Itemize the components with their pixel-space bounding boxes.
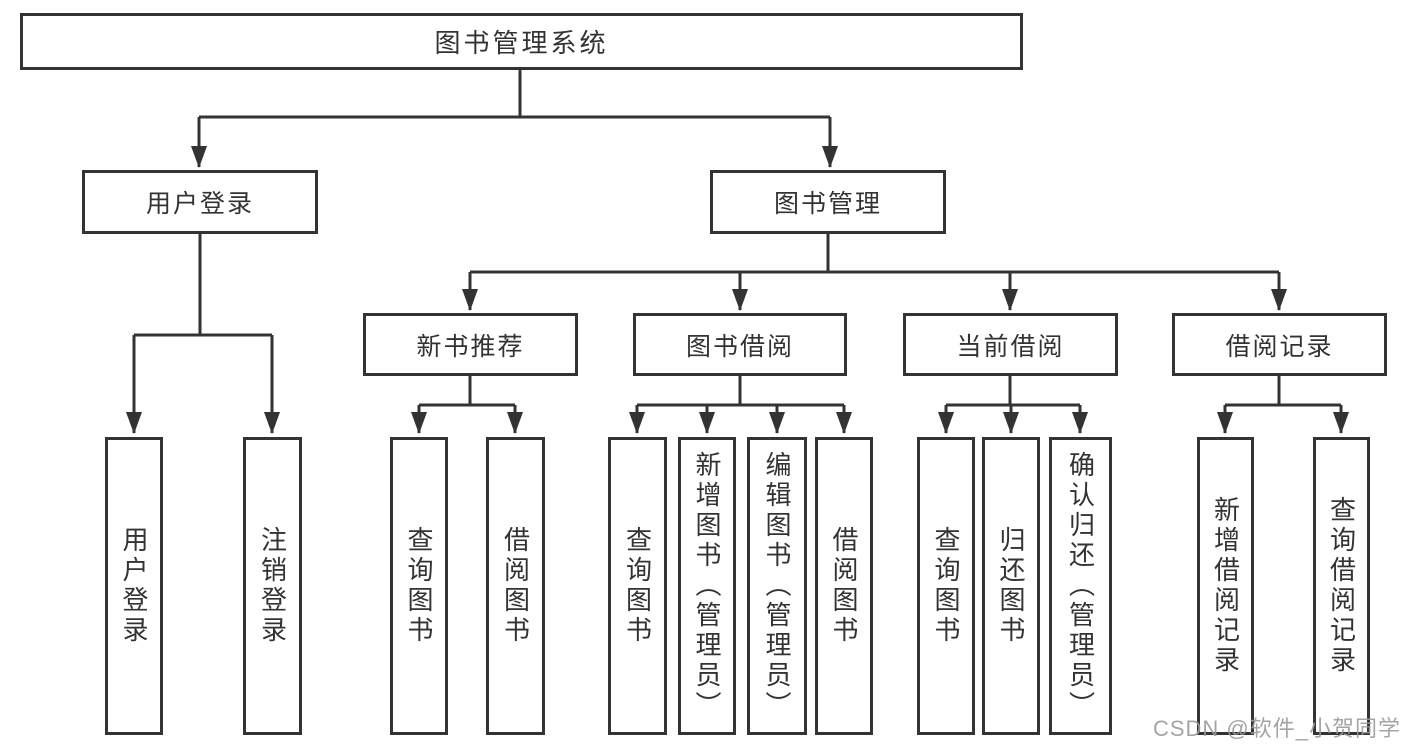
node-book-borrowing: 图书借阅 [633,313,847,376]
leaf-query-books-3-label: 查询图书 [931,526,961,646]
leaf-borrow-books-2-label: 借阅图书 [829,526,859,646]
node-library-system: 图书管理系统 [20,13,1023,70]
leaf-borrow-books-1: 借阅图书 [486,437,545,735]
leaf-query-books-3: 查询图书 [917,437,975,735]
node-current-borrowing-label: 当前借阅 [956,332,1065,361]
leaf-add-borrow-record: 新增借阅记录 [1197,437,1254,735]
leaf-add-book-admin: 新增图书（管理员） [678,437,736,735]
node-user-login-label: 用户登录 [145,190,254,218]
leaf-confirm-return-admin: 确认归还（管理员） [1049,437,1112,735]
leaf-edit-book-admin: 编辑图书（管理员） [747,437,807,735]
leaf-query-books-1: 查询图书 [390,437,448,735]
leaf-add-book-admin-label: 新增图书（管理员） [692,451,722,721]
leaf-edit-book-admin-label: 编辑图书（管理员） [762,451,792,721]
leaf-return-books: 归还图书 [982,437,1040,735]
leaf-logout-label: 注销登录 [257,526,288,646]
leaf-add-borrow-record-label: 新增借阅记录 [1210,496,1241,676]
leaf-borrow-books-1-label: 借阅图书 [500,526,531,646]
node-library-system-label: 图书管理系统 [434,28,609,58]
leaf-borrow-books-2: 借阅图书 [815,437,873,735]
leaf-user-login: 用户登录 [105,437,163,735]
leaf-query-books-2-label: 查询图书 [622,526,653,646]
node-borrowing-records-label: 借阅记录 [1225,332,1334,361]
node-user-login: 用户登录 [82,170,318,234]
watermark-text: CSDN @软件_小贺同学 [1152,716,1401,741]
leaf-logout: 注销登录 [243,437,302,735]
node-new-book-recommend-label: 新书推荐 [416,332,525,361]
leaf-query-borrow-record-label: 查询借阅记录 [1326,496,1357,676]
node-book-management-label: 图书管理 [773,190,882,218]
leaf-return-books-label: 归还图书 [996,526,1026,646]
leaf-query-borrow-record: 查询借阅记录 [1313,437,1370,735]
node-current-borrowing: 当前借阅 [903,313,1118,376]
node-book-management: 图书管理 [710,170,946,234]
node-new-book-recommend: 新书推荐 [363,313,578,376]
leaf-confirm-return-admin-label: 确认归还（管理员） [1065,451,1096,721]
node-borrowing-records: 借阅记录 [1172,313,1387,376]
leaf-query-books-1-label: 查询图书 [404,526,434,646]
leaf-query-books-2: 查询图书 [608,437,667,735]
node-book-borrowing-label: 图书借阅 [685,332,794,361]
leaf-user-login-label: 用户登录 [119,526,149,646]
